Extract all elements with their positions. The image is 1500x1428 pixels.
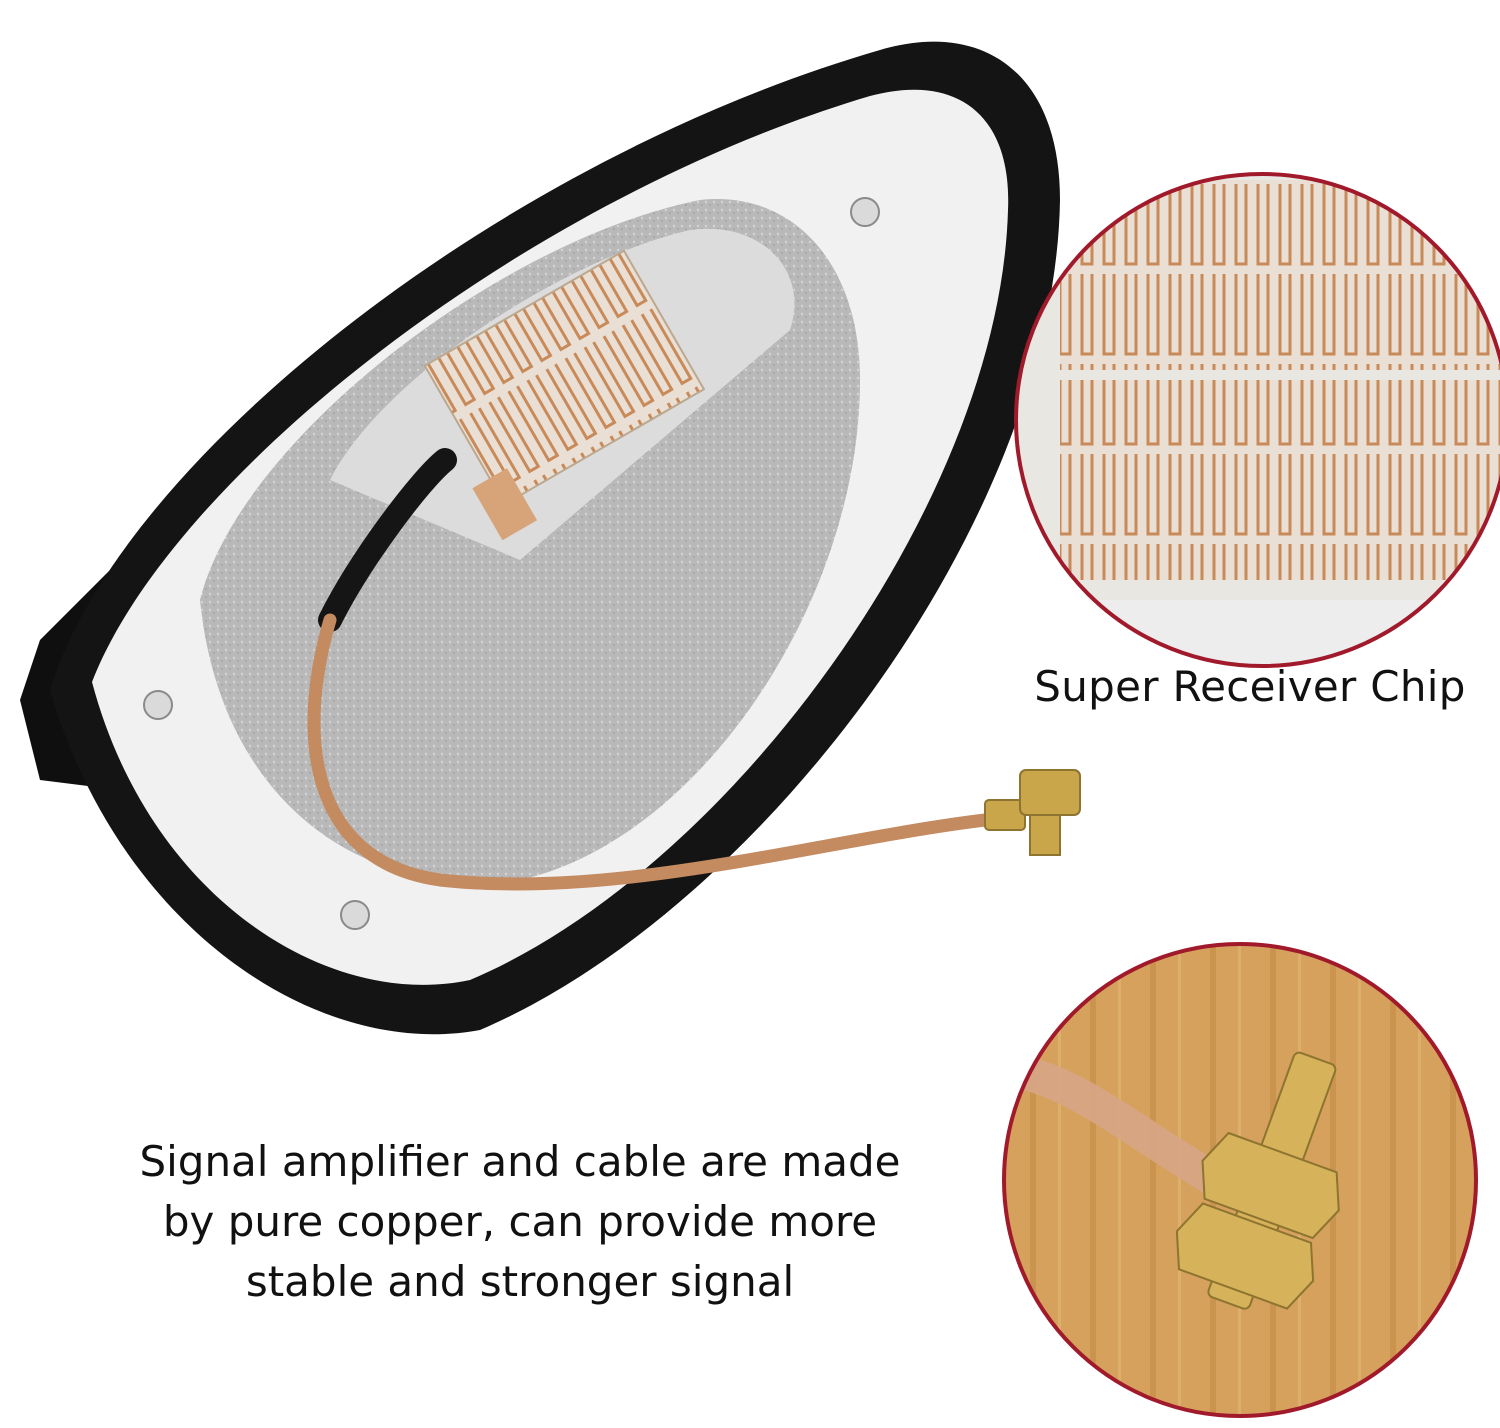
antenna-photo (20, 41, 1081, 1035)
main-caption-line: Signal amplifier and cable are made (139, 1137, 901, 1186)
connector-zoom-photo (1002, 942, 1478, 1418)
chip-caption: Super Receiver Chip (1034, 662, 1466, 711)
main-caption: Signal amplifier and cable are made by p… (60, 1132, 980, 1312)
main-caption-line: stable and stronger signal (245, 1257, 795, 1306)
chip-zoom-photo (1014, 172, 1500, 668)
main-caption-line: by pure copper, can provide more (162, 1197, 878, 1246)
